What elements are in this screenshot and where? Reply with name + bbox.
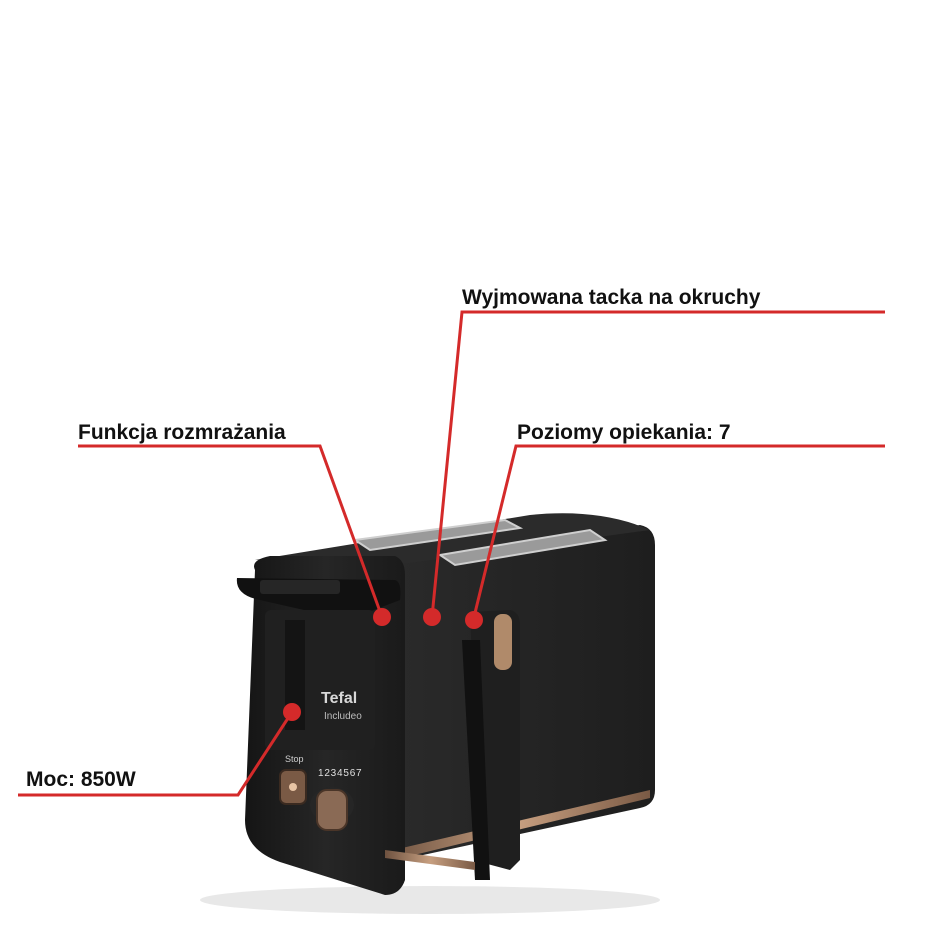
callout-dots xyxy=(283,608,483,721)
stop-button-light xyxy=(289,783,297,791)
rack-vent xyxy=(260,580,340,594)
power-dot xyxy=(283,703,301,721)
power-leader xyxy=(18,711,294,797)
crumb-tray-dot xyxy=(423,608,441,626)
toaster-top xyxy=(255,513,650,565)
bread-slot-1 xyxy=(352,518,524,552)
model-name: Includeo xyxy=(324,711,362,722)
power-label: Moc: 850W xyxy=(26,768,136,791)
browning-leader xyxy=(472,444,885,618)
floor-shadow xyxy=(200,886,660,914)
brand-logo: Tefal xyxy=(321,690,357,707)
copper-stripe-front xyxy=(385,850,475,870)
crumb-tray-label: Wyjmowana tacka na okruchy xyxy=(462,286,761,309)
crumb-tray-leader xyxy=(430,310,885,618)
front-panel-slot xyxy=(285,620,305,730)
callout-lines xyxy=(18,310,885,797)
defrost-leader xyxy=(78,444,384,618)
dial-numbers: 1 2 3 4 5 6 7 xyxy=(318,768,362,779)
defrost-dot xyxy=(373,608,391,626)
browning-dot xyxy=(465,611,483,629)
toast-tongs xyxy=(462,640,490,880)
lift-lever[interactable] xyxy=(494,614,512,670)
defrost-label: Funkcja rozmrażania xyxy=(78,421,286,444)
bread-slot-2 xyxy=(437,528,608,567)
browning-dial-knob[interactable] xyxy=(316,789,348,831)
stop-label: Stop xyxy=(285,754,304,764)
toaster-side-panel xyxy=(395,525,655,860)
browning-levels-label: Poziomy opiekania: 7 xyxy=(517,421,731,444)
